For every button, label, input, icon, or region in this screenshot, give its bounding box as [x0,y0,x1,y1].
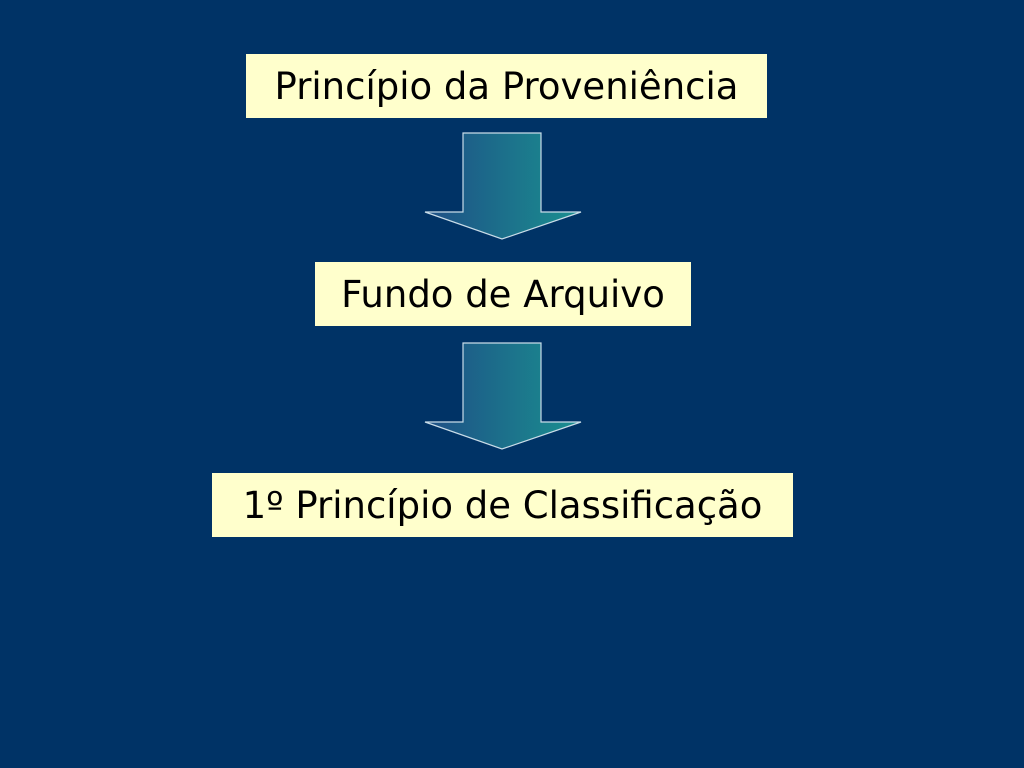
node-label: Princípio da Proveniência [274,64,739,108]
node-label: 1º Princípio de Classificação [242,483,763,527]
node-principio-da-proveniencia: Princípio da Proveniência [246,54,767,118]
node-fundo-de-arquivo: Fundo de Arquivo [315,262,691,326]
node-label: Fundo de Arquivo [341,272,665,316]
down-arrow-icon [424,132,582,240]
node-primeiro-principio-de-classificacao: 1º Princípio de Classificação [212,473,793,537]
down-arrow-icon [424,342,582,450]
